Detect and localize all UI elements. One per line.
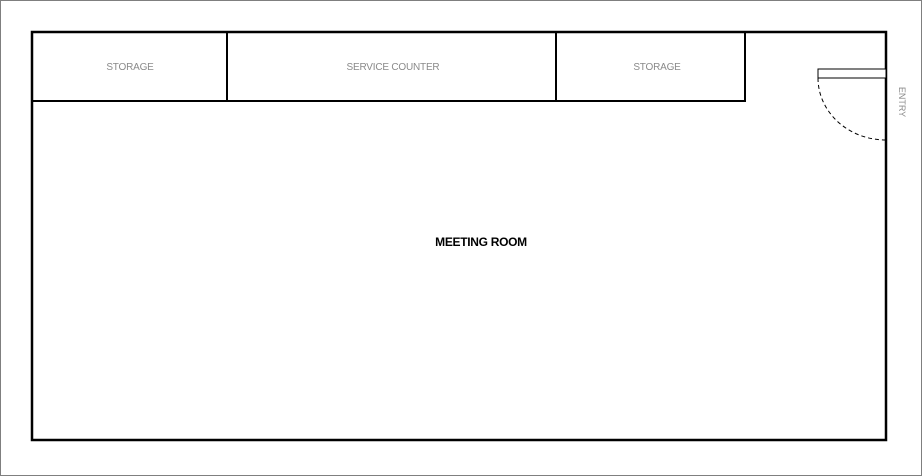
storage-right-room xyxy=(555,31,746,102)
meeting-room-label: MEETING ROOM xyxy=(435,235,527,249)
storage-left-label: STORAGE xyxy=(106,62,154,73)
entry-label: ENTRY xyxy=(897,87,907,117)
entry-door xyxy=(817,68,887,79)
service-counter-label: SERVICE COUNTER xyxy=(347,62,440,73)
storage-right-label: STORAGE xyxy=(633,62,681,73)
door-swing-arc xyxy=(817,77,887,141)
